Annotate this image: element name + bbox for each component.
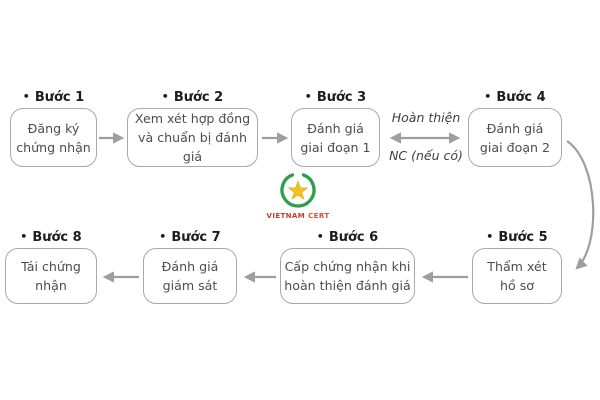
step-2-text: Xem xét hợp đồng: [134, 111, 251, 126]
step-6-box: Cấp chứng nhận khi hoàn thiện đánh giá: [280, 248, 415, 304]
step-3: •Bước 3 Đánh giá giai đoạn 1: [291, 88, 380, 167]
step-4-text: Đánh giá: [486, 120, 544, 136]
step-4: •Bước 4 Đánh giá giai đoạn 2: [468, 88, 562, 167]
step-5-text: hồ sơ: [500, 278, 534, 293]
step-4-label: •Bước 4: [484, 90, 546, 105]
step-6: •Bước 6 Cấp chứng nhận khi hoàn thiện đá…: [280, 228, 415, 304]
step-1-box: Đăng ký chứng nhận: [10, 108, 97, 167]
arrow-step4-step5-curve-icon: [566, 140, 595, 270]
step-8-text: nhận: [35, 278, 67, 293]
star-icon: [287, 180, 309, 200]
bullet-icon: •: [161, 90, 169, 103]
step-3-text: giai đoạn 1: [300, 139, 371, 155]
step-7-box: Đánh giá giám sát: [143, 248, 237, 304]
step-5-label: •Bước 5: [486, 230, 548, 245]
bullet-icon: •: [316, 230, 324, 243]
step-7-text: Đánh giá: [161, 259, 219, 274]
step-3-label: •Bước 3: [304, 90, 367, 105]
step-3-box: Đánh giá giai đoạn 1: [291, 108, 380, 167]
step-2: •Bước 2 Xem xét hợp đồng và chuẩn bị đán…: [127, 88, 258, 167]
step-5-box: Thẩm xét hồ sơ: [472, 248, 562, 304]
bullet-icon: •: [304, 90, 312, 103]
step-2-box: Xem xét hợp đồng và chuẩn bị đánh giá: [127, 108, 258, 167]
step-7-label: •Bước 7: [159, 230, 221, 245]
annotation-hoan-thien: Hoàn thiện: [391, 110, 461, 125]
bullet-icon: •: [20, 230, 28, 243]
step-3-text: Đánh giá: [307, 120, 364, 136]
step-8-label: •Bước 8: [20, 230, 82, 245]
bullet-icon: •: [484, 90, 492, 103]
bullet-icon: •: [486, 230, 494, 243]
step-1-text: Đăng ký: [27, 120, 80, 136]
bullet-icon: •: [159, 230, 167, 243]
step-6-text: Cấp chứng nhận khi: [284, 259, 411, 274]
step-1: •Bước 1 Đăng ký chứng nhận: [10, 88, 97, 167]
step-5-text: Thẩm xét: [487, 259, 547, 274]
step-2-text: và chuẩn bị đánh giá: [138, 130, 247, 164]
step-2-label: •Bước 2: [161, 90, 224, 105]
step-6-label: •Bước 6: [316, 230, 379, 245]
step-7: •Bước 7 Đánh giá giám sát: [143, 228, 237, 304]
step-1-text: chứng nhận: [16, 139, 91, 155]
step-1-label: •Bước 1: [22, 90, 85, 105]
step-8: •Bước 8 Tái chứng nhận: [5, 228, 97, 304]
annotation-nc-neu-co: NC (nếu có): [389, 148, 463, 163]
step-7-text: giám sát: [162, 278, 218, 293]
step-8-box: Tái chứng nhận: [5, 248, 97, 304]
step-5: •Bước 5 Thẩm xét hồ sơ: [472, 228, 562, 304]
logo-ring-icon: [280, 173, 316, 208]
step-6-text: hoàn thiện đánh giá: [284, 278, 411, 293]
step-4-box: Đánh giá giai đoạn 2: [468, 108, 562, 167]
bullet-icon: •: [22, 90, 30, 103]
logo-ring-star-icon: [280, 173, 316, 208]
step-4-text: giai đoạn 2: [479, 139, 551, 155]
logo-word-vietnam: VIETNAM: [266, 212, 306, 220]
step-8-text: Tái chứng: [21, 259, 81, 274]
logo-word-cert: CERT: [308, 212, 330, 220]
